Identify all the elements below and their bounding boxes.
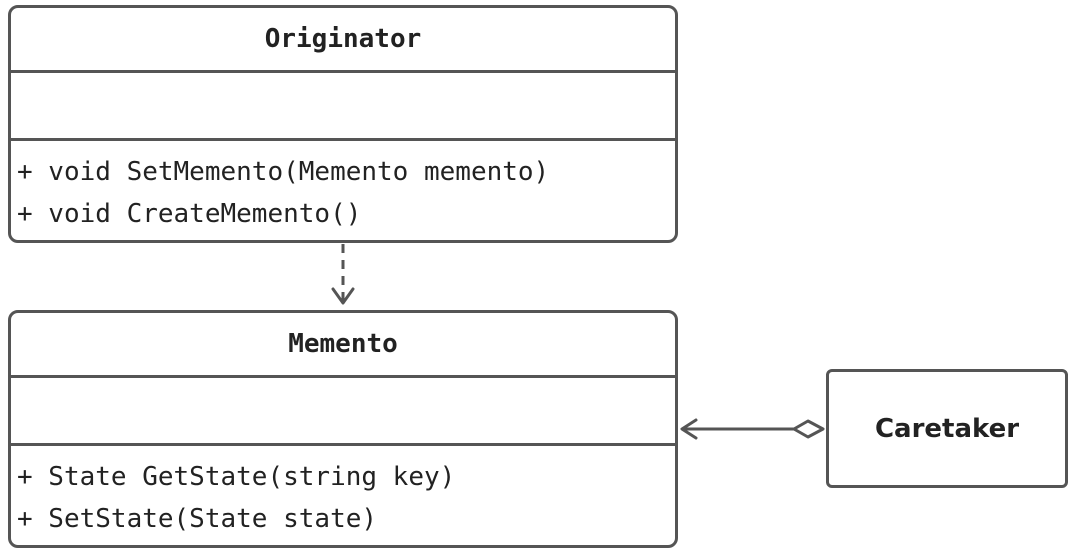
caretaker-class-name: Caretaker <box>874 413 1020 444</box>
aggregation-connector <box>680 418 825 440</box>
dependency-connector <box>331 244 355 305</box>
memento-class-name: Memento <box>11 313 675 378</box>
aggregation-diamond <box>792 419 825 439</box>
originator-class[interactable]: Originator + void SetMemento(Memento mem… <box>8 5 678 243</box>
memento-methods: + State GetState(string key) + SetState(… <box>11 446 675 545</box>
originator-class-name: Originator <box>11 8 675 73</box>
memento-method: + State GetState(string key) <box>17 462 456 492</box>
memento-class[interactable]: Memento + State GetState(string key) + S… <box>8 310 678 548</box>
originator-attributes <box>11 73 675 141</box>
memento-attributes <box>11 378 675 446</box>
originator-method: + void SetMemento(Memento memento) <box>17 157 550 187</box>
memento-method: + SetState(State state) <box>17 504 378 534</box>
originator-method: + void CreateMemento() <box>17 199 362 229</box>
caretaker-class[interactable]: Caretaker <box>826 369 1068 488</box>
originator-methods: + void SetMemento(Memento memento) + voi… <box>11 141 675 240</box>
